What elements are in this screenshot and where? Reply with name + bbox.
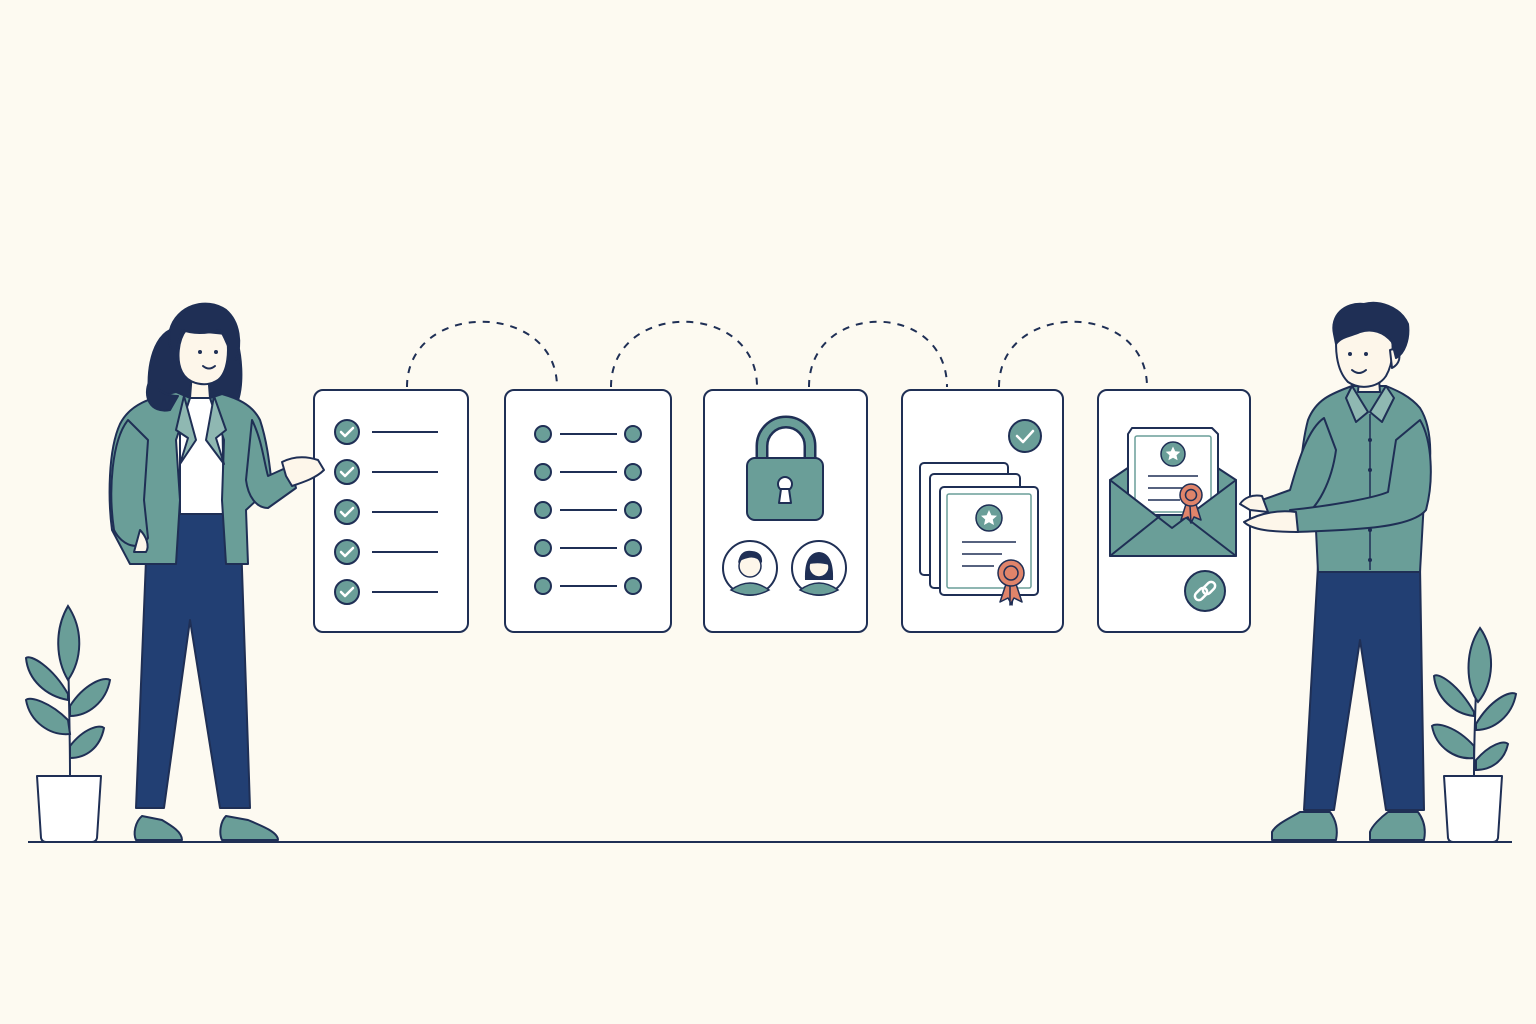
checklist-row [334, 499, 438, 525]
man-hand-lower [1243, 510, 1299, 533]
list-icon [534, 425, 642, 595]
list-row [534, 539, 642, 557]
woman-hand [281, 456, 325, 487]
certificates-card [901, 389, 1064, 633]
ribbon-seal-icon [997, 559, 1025, 606]
padlock-icon [746, 415, 824, 521]
man-arm-front [1289, 419, 1432, 533]
man-shoe-left [1271, 811, 1338, 841]
connector-arc [610, 320, 758, 388]
checklist-row [334, 579, 438, 605]
list-row [534, 425, 642, 443]
connector-arc [808, 320, 948, 388]
envelope-certificate-icon [1109, 427, 1237, 557]
check-badge-icon [1008, 419, 1042, 453]
list-row [534, 463, 642, 481]
connector-arcs [406, 320, 1148, 388]
connector-arc [998, 320, 1148, 388]
man-hair [1332, 301, 1410, 359]
checklist-row [334, 459, 438, 485]
checklist-card [313, 389, 469, 633]
link-badge-icon [1184, 570, 1226, 612]
woman-shoe-left [133, 815, 183, 841]
woman-hair-front [168, 302, 241, 365]
ribbon-seal-icon [1179, 483, 1203, 524]
checklist-row [334, 419, 438, 445]
man-shoe-right [1369, 811, 1426, 841]
woman-figure [108, 302, 325, 841]
plant-left [24, 604, 112, 843]
list-card [504, 389, 672, 633]
list-row [534, 501, 642, 519]
connector-arc [406, 320, 558, 388]
security-card [703, 389, 868, 633]
man-figure [1239, 301, 1432, 841]
plant-right [1430, 626, 1518, 843]
man-hand-upper [1239, 494, 1269, 513]
avatar-woman-icon [791, 540, 847, 596]
checklist-icon [334, 419, 438, 605]
woman-face [177, 329, 229, 386]
delivery-card [1097, 389, 1251, 633]
avatar-man-icon [722, 540, 778, 596]
checklist-row [334, 539, 438, 565]
list-row [534, 577, 642, 595]
woman-shoe-right [219, 815, 279, 841]
woman-arm-right [245, 419, 297, 509]
certificate-stack-icon [919, 462, 1039, 606]
man-trousers [1303, 565, 1425, 811]
